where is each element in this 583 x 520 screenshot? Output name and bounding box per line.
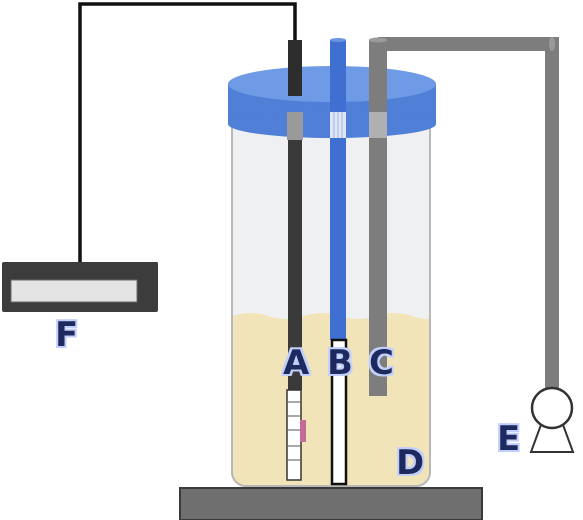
- tube-c: [369, 37, 559, 400]
- connecting-wire: [78, 2, 297, 263]
- label-a: A: [283, 343, 310, 383]
- label-c: C: [369, 343, 394, 383]
- base-platform: [179, 487, 483, 520]
- electrode-a: [286, 40, 306, 481]
- pump-e: [529, 386, 575, 453]
- device-f: [2, 262, 158, 312]
- probe-b: [330, 38, 348, 486]
- label-f: F: [55, 315, 78, 355]
- label-d: D: [396, 443, 424, 483]
- label-b: B: [327, 343, 353, 383]
- label-e: E: [497, 419, 520, 459]
